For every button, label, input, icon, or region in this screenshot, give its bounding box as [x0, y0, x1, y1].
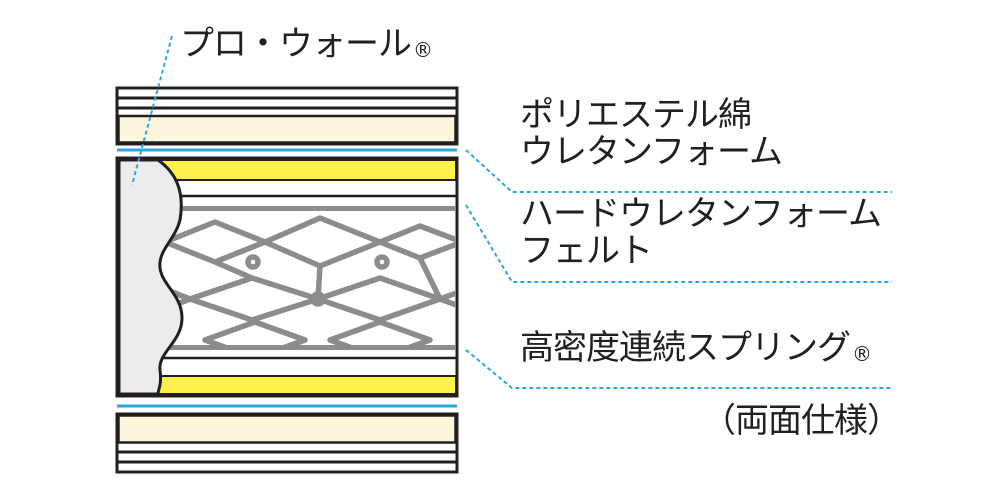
top-polyester-cotton-layer: [117, 114, 457, 144]
pro-wall-side-support: [117, 158, 184, 396]
leader-middle-layers: [465, 204, 892, 283]
bottom-padding-block: [115, 412, 459, 474]
leader-pro-wall: [131, 35, 173, 186]
middle-layers-label: ハードウレタンフォーム フェルト: [520, 194, 882, 272]
spring-label: 高密度連続スプリング®: [520, 328, 872, 368]
leader-upper-layers: [465, 149, 892, 193]
core-block: [115, 156, 459, 398]
pro-wall-label: プロ・ウォール®: [180, 24, 433, 64]
registered-mark: ®: [413, 38, 433, 62]
lower-urethane-foam-layer: [157, 375, 457, 395]
registered-mark: ®: [852, 342, 872, 366]
pocket-spring-coils: [160, 215, 456, 350]
top-padding-block: [115, 86, 459, 146]
middle-layer-1: ハードウレタンフォーム: [520, 194, 882, 234]
upper-layer-1: ポリエステル綿: [520, 95, 752, 135]
middle-layer-2: フェルト: [520, 231, 653, 272]
leader-lines: [131, 35, 892, 389]
double-sided-note: （両面仕様）: [702, 401, 901, 441]
upper-urethane-foam-layer: [157, 159, 457, 181]
upper-felt-layer: [172, 206, 456, 211]
bottom-polyester-cotton-layer: [117, 414, 457, 444]
upper-layer-2: ウレタンフォーム: [520, 132, 783, 173]
upper-layers-label: ポリエステル綿 ウレタンフォーム: [520, 95, 783, 173]
lower-felt-layer: [165, 345, 456, 350]
leader-spring: [465, 349, 892, 389]
